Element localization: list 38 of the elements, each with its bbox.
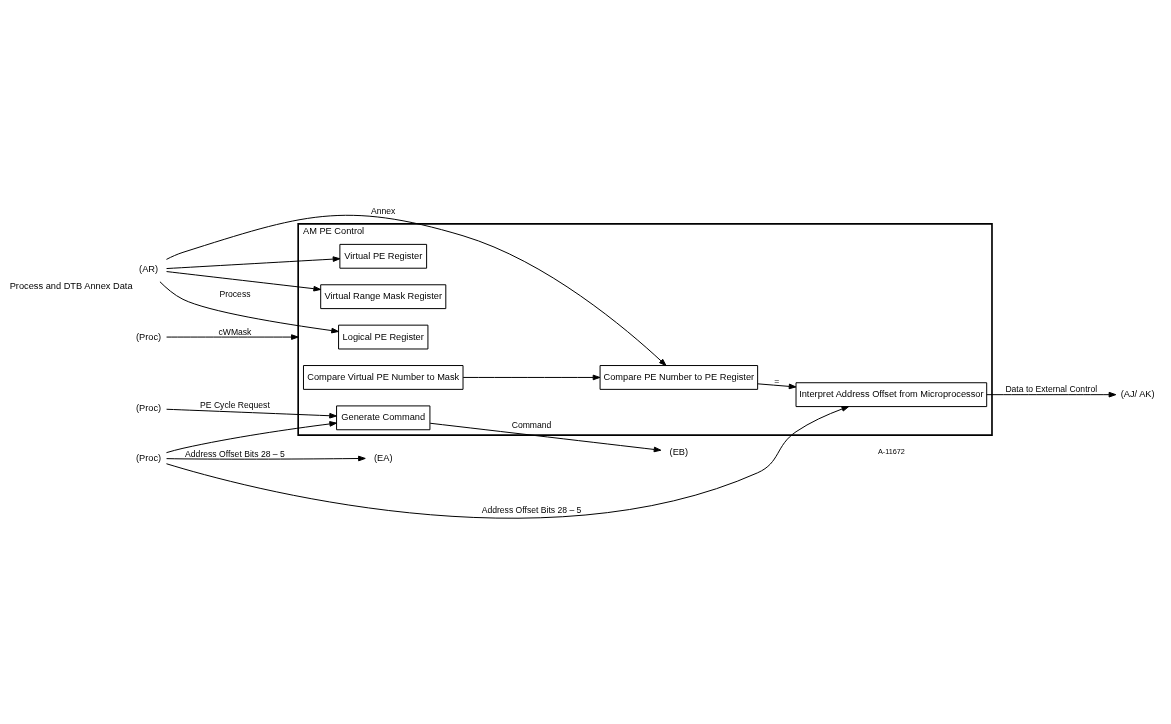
node-text: (EB): [669, 446, 689, 457]
node-text: (AJ/ AK): [1120, 388, 1155, 399]
node-text: (Proc): [135, 452, 162, 463]
node-box: Virtual PE Register: [339, 243, 428, 269]
arrow: [165, 214, 667, 366]
node-box: Interpret Address Offset from Microprocessor: [795, 381, 988, 407]
arrow: [166, 333, 299, 340]
node-text: (AR): [139, 263, 159, 274]
node-box: Compare Virtual PE Number to Mask: [303, 364, 464, 390]
arrow: [165, 405, 850, 519]
edge-label: Address Offset Bits 28 – 5: [185, 448, 285, 458]
node-box: Logical PE Register: [338, 324, 429, 349]
arrow: [462, 374, 601, 380]
edge-label: Annex: [371, 205, 396, 216]
arrow: [166, 455, 366, 461]
arrow: [166, 255, 341, 269]
edge-label: Data to External Control: [1005, 383, 1098, 394]
edge-label: PE Cycle Request: [200, 399, 270, 410]
edge-label: Command: [511, 419, 552, 430]
node-text: (Proc): [135, 402, 162, 413]
node-label: Process and DTB Annex Data: [9, 280, 133, 291]
edge-label: =: [774, 375, 780, 386]
node-box: Virtual Range Mask Register: [320, 283, 447, 309]
arrow: [166, 408, 337, 419]
node-box: Compare PE Number to PE Register: [599, 364, 759, 390]
arrow: [429, 422, 662, 452]
node-box: Generate Command: [336, 404, 431, 430]
node-text: (Proc): [135, 331, 162, 342]
arrow: [986, 391, 1117, 397]
node-text: (EA): [374, 452, 393, 463]
arrow: [757, 382, 797, 389]
arrow: [159, 280, 339, 333]
edge-label: Address Offset Bits 28 – 5: [481, 504, 582, 515]
label: A-11672: [877, 446, 905, 456]
edge-label: Process: [219, 288, 251, 299]
arrow: [165, 420, 337, 453]
arrow: [166, 270, 321, 291]
edge-label: cWMask: [218, 326, 252, 337]
